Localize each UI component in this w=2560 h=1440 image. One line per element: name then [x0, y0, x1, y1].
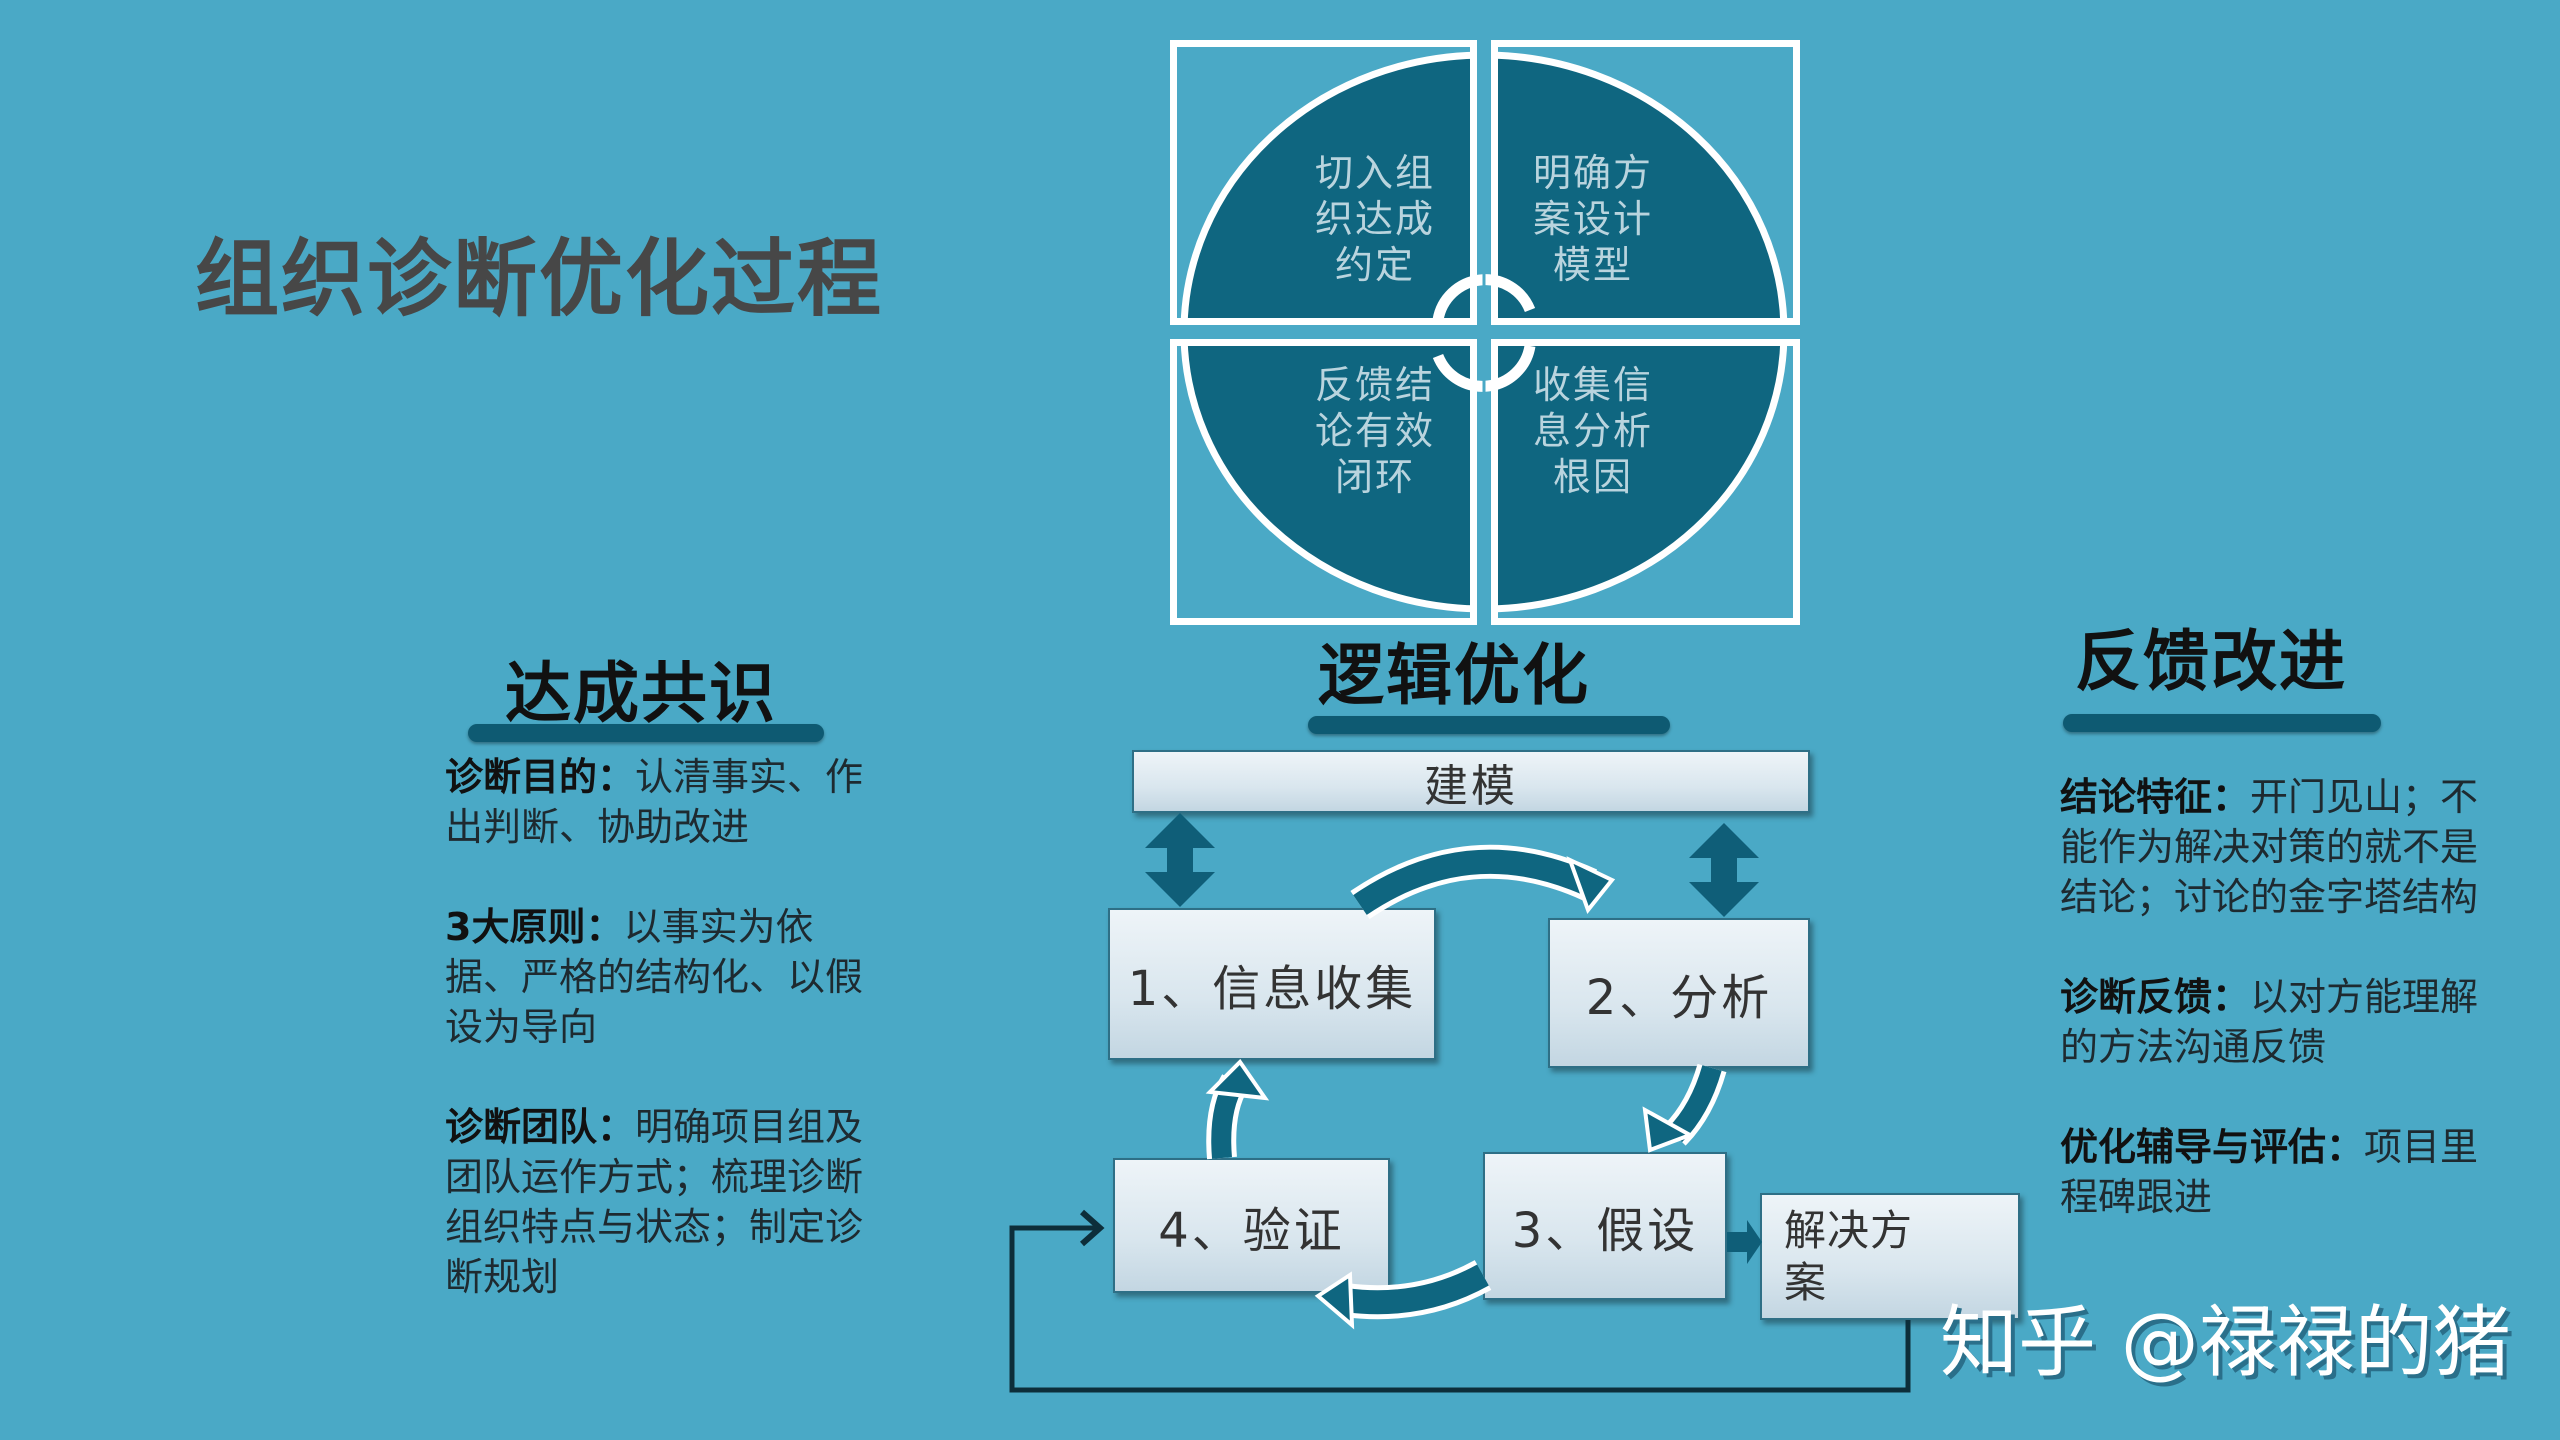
step-box-hypothesis: 3、假设 — [1483, 1152, 1727, 1300]
middle-section-heading: 逻辑优化 — [1318, 637, 1590, 714]
right-item-coaching: 优化辅导与评估：项目里程碑跟进 — [2060, 1125, 2479, 1219]
double-arrow-icon — [1145, 813, 1215, 907]
double-arrow-icon — [1689, 823, 1759, 917]
quadrant-top-left — [1170, 40, 1477, 325]
watermark: 知乎 @禄禄的猪 — [1940, 1298, 2511, 1388]
right-item-conclusion: 结论特征：开门见山；不能作为解决对策的就不是结论；讨论的金字塔结构 — [2060, 775, 2479, 919]
left-section-heading: 达成共识 — [505, 655, 777, 732]
curved-arrow-icon — [1350, 844, 1616, 920]
quadrant-text-bottom-left: 反馈结 论有效 闭环 — [1314, 363, 1435, 499]
left-item-purpose: 诊断目的：认清事实、作出判断、协助改进 — [445, 755, 864, 849]
right-section-heading: 反馈改进 — [2075, 623, 2347, 700]
curved-arrow-icon — [1205, 1058, 1270, 1160]
cycle-circle — [1170, 40, 1800, 625]
curved-arrow-icon — [1314, 1260, 1492, 1330]
quadrant-bottom-right — [1491, 339, 1800, 625]
solution-box: 解决方 案 — [1760, 1193, 2020, 1320]
cycle-arrows-icon — [1432, 274, 1536, 392]
left-section-body: 诊断目的：认清事实、作出判断、协助改进 3大原则：以事实为依据、严格的结构化、以… — [445, 752, 865, 1352]
modeling-bar: 建模 — [1132, 750, 1810, 813]
right-heading-underline — [2063, 714, 2381, 732]
quadrant-top-right — [1491, 40, 1800, 325]
right-section-body: 结论特征：开门见山；不能作为解决对策的就不是结论；讨论的金字塔结构 诊断反馈：以… — [2060, 772, 2500, 1272]
cycle-circle-graphic — [1170, 40, 1800, 625]
right-arrow-icon — [1727, 1220, 1762, 1264]
step-box-information-collection: 1、信息收集 — [1108, 908, 1436, 1060]
quadrant-text-top-right: 明确方 案设计 模型 — [1532, 151, 1653, 287]
page-title: 组织诊断优化过程 — [195, 230, 884, 328]
quadrant-text-top-left: 切入组 织达成 约定 — [1314, 151, 1435, 287]
middle-heading-underline — [1308, 716, 1670, 734]
curved-arrow-icon — [1642, 1063, 1727, 1153]
left-heading-underline — [468, 724, 824, 742]
left-item-principles: 3大原则：以事实为依据、严格的结构化、以假设为导向 — [445, 905, 864, 1049]
quadrant-text-bottom-right: 收集信 息分析 根因 — [1532, 363, 1653, 499]
right-item-feedback: 诊断反馈：以对方能理解的方法沟通反馈 — [2060, 975, 2479, 1069]
step-box-analysis: 2、分析 — [1548, 918, 1810, 1068]
quadrant-bottom-left — [1170, 339, 1477, 625]
feedback-loop-line — [1009, 1209, 1911, 1393]
left-item-team: 诊断团队：明确项目组及团队运作方式；梳理诊断组织特点与状态；制定诊断规划 — [445, 1105, 864, 1299]
step-box-verification: 4、验证 — [1113, 1158, 1390, 1293]
